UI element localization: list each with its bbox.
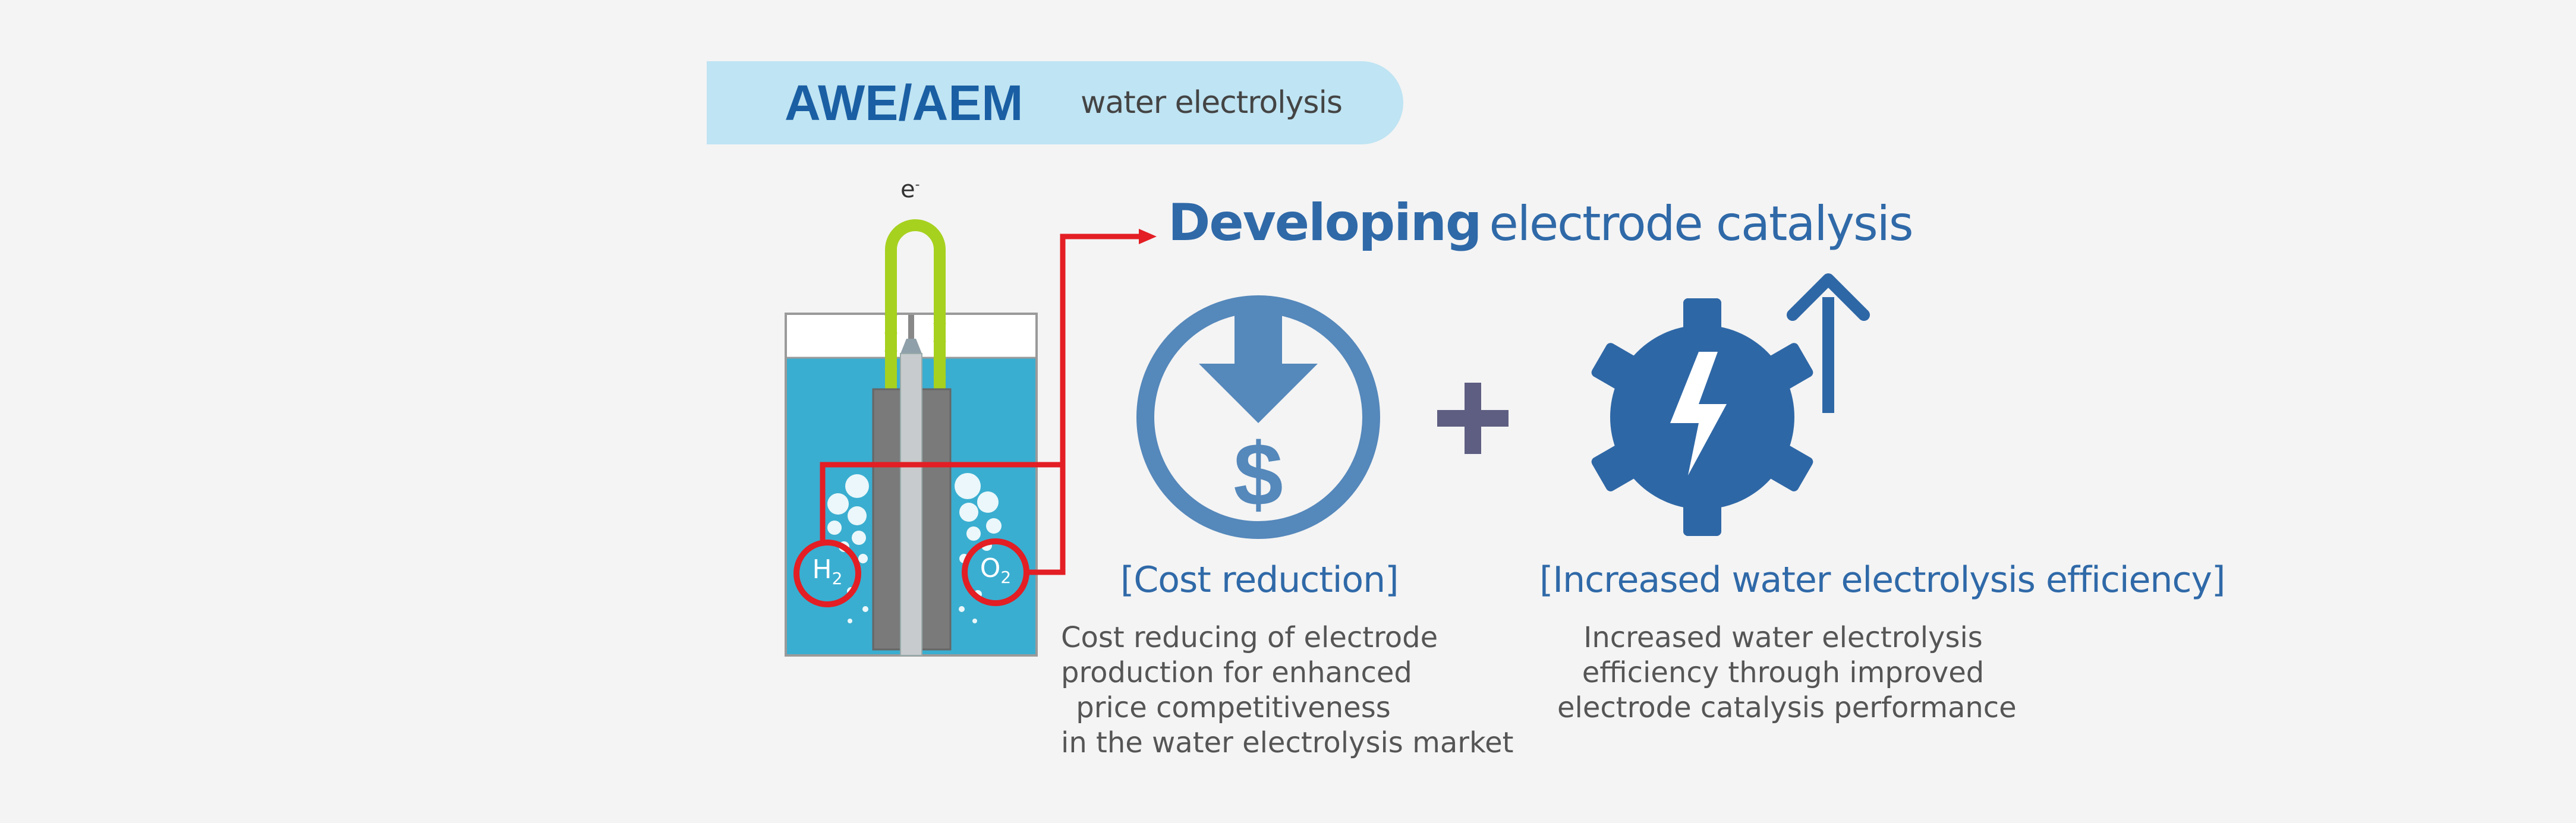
o2-connector-line: [1026, 234, 1141, 575]
electron-flow-arrows: [884, 315, 946, 377]
h2-highlight: [793, 540, 861, 607]
plus-operator: [1437, 383, 1509, 454]
lightning-bolt-icon: [1670, 352, 1727, 475]
svg-text:$: $: [1233, 424, 1283, 524]
title-banner: [707, 61, 1403, 144]
efficiency-title: [Increased water electrolysis efficiency…: [1539, 559, 2225, 601]
h2-connector-line: [820, 462, 1063, 543]
efficiency-description: Increased water electrolysis efficiency …: [1557, 620, 2017, 726]
external-circuit-tube: [885, 219, 946, 392]
up-arrow-icon: [1787, 273, 1870, 413]
gear-bolt-up-icon: [1591, 273, 1870, 536]
banner-title: AWE/AEM: [785, 75, 1024, 131]
electron-label: e-: [900, 176, 920, 203]
cost-line: production for enhanced: [1061, 656, 1412, 689]
headline-arrow-icon: [1139, 229, 1157, 244]
bubbles-left: [827, 474, 869, 623]
bubbles-right: [955, 473, 1002, 623]
cost-line: price competitiveness: [1076, 691, 1391, 724]
cost-reduction-description: Cost reducing of electrode production fo…: [1061, 620, 1514, 761]
efficiency-line: electrode catalysis performance: [1557, 691, 2017, 724]
cost-line: in the water electrolysis market: [1061, 726, 1514, 759]
banner-subtitle: water electrolysis: [1081, 85, 1343, 121]
dollar-down-icon: $: [1136, 295, 1380, 539]
electrolysis-cell: [785, 219, 1157, 657]
headline-part2: electrode catalysis: [1489, 196, 1914, 251]
efficiency-line: Increased water electrolysis: [1583, 621, 1983, 654]
h2-label: H2: [812, 554, 843, 588]
headline-part1: Developing: [1168, 193, 1482, 253]
membrane: [900, 353, 922, 656]
o2-label: O2: [980, 553, 1012, 587]
cost-line: Cost reducing of electrode: [1061, 621, 1438, 654]
efficiency-line: efficiency through improved: [1582, 656, 1985, 689]
cost-reduction-title: [Cost reduction]: [1120, 559, 1399, 601]
